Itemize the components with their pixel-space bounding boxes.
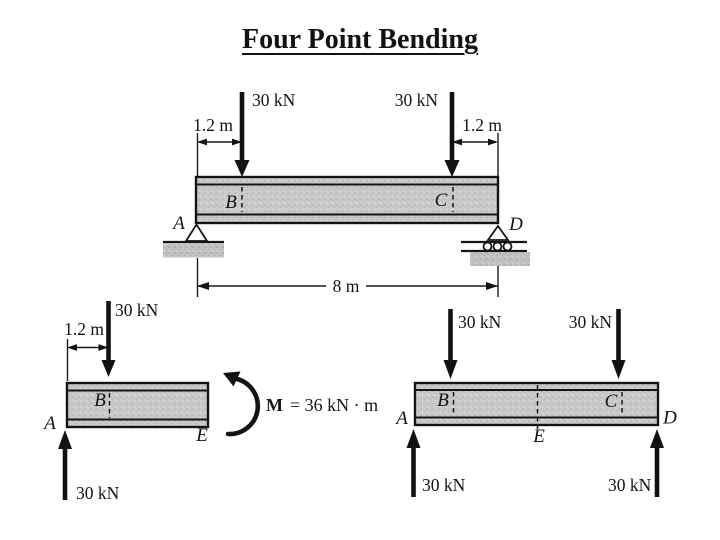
dimension-arrowhead-icon — [486, 282, 498, 290]
ground-block — [470, 252, 530, 266]
pin-triangle — [184, 222, 209, 242]
moment-symbol: M — [266, 395, 283, 415]
dimension-arrowhead-icon — [197, 282, 209, 290]
force-label-left: 30 kN — [252, 90, 296, 110]
bottom-left-diagram: 30 kN 1.2 m A B E 30 kN M= 36 — [42, 300, 378, 503]
point-label-c: C — [605, 391, 618, 412]
moment-arrow-icon — [223, 371, 261, 437]
span-label: 8 m — [333, 276, 360, 296]
point-label-c: C — [435, 190, 448, 211]
point-label-e: E — [532, 426, 545, 447]
dimension-label: 1.2 m — [64, 319, 104, 339]
roller-support-icon — [461, 224, 530, 266]
force-arrowhead-icon — [101, 360, 116, 377]
moment-value: = 36 kN · m — [290, 395, 378, 415]
roller-circle — [482, 241, 493, 252]
dimension-arrowhead-icon — [452, 138, 462, 146]
force-label-right: 30 kN — [395, 90, 439, 110]
dimension-arrowhead-icon — [67, 344, 77, 351]
point-label-a: A — [394, 408, 408, 429]
reaction-arrowhead-icon — [406, 429, 421, 448]
force-label-right: 30 kN — [569, 312, 613, 332]
point-label-b: B — [225, 192, 237, 213]
dimension-arrowhead-icon — [98, 344, 109, 351]
point-label-b: B — [437, 390, 449, 411]
roller-circle — [502, 241, 513, 252]
ground-block — [163, 243, 224, 258]
moment-arrowhead-icon — [223, 371, 241, 387]
roller-circle — [492, 241, 503, 252]
point-label-e: E — [195, 425, 208, 446]
reaction-label-right: 30 kN — [608, 475, 652, 495]
force-arrowhead-icon — [443, 360, 458, 379]
span-dimension: 8 m — [197, 276, 498, 296]
bottom-right-diagram: 30 kN 30 kN A B C D E 30 kN 30 kN — [394, 309, 677, 497]
force-arrowhead-icon — [611, 360, 626, 379]
top-beam-diagram: 1.2 m 1.2 m 30 kN 30 kN A B — [163, 90, 530, 297]
force-label: 30 kN — [115, 300, 159, 320]
force-arrowhead-icon — [444, 160, 460, 177]
dimension-arrowhead-icon — [232, 138, 242, 146]
point-label-a: A — [42, 413, 56, 434]
dimension-label-left: 1.2 m — [193, 115, 233, 135]
point-label-a: A — [171, 213, 185, 234]
point-label-b: B — [94, 390, 106, 411]
pin-support-icon — [163, 222, 224, 258]
reaction-label-left: 30 kN — [422, 475, 466, 495]
reaction-arrowhead-icon — [650, 429, 664, 448]
dimension-label-right: 1.2 m — [462, 115, 502, 135]
point-label-d: D — [662, 408, 677, 429]
point-label-d: D — [508, 214, 523, 235]
roller-triangle — [486, 224, 510, 241]
force-arrowhead-icon — [234, 160, 250, 177]
dimension-arrowhead-icon — [488, 138, 498, 146]
reaction-arrowhead-icon — [58, 430, 72, 449]
force-label-left: 30 kN — [458, 312, 502, 332]
reaction-label: 30 kN — [76, 483, 120, 503]
moment-label: M = 36 kN · m — [266, 395, 378, 415]
slide-title: Four Point Bending — [242, 24, 478, 55]
moment-arc — [225, 376, 261, 437]
dimension-arrowhead-icon — [197, 138, 207, 146]
